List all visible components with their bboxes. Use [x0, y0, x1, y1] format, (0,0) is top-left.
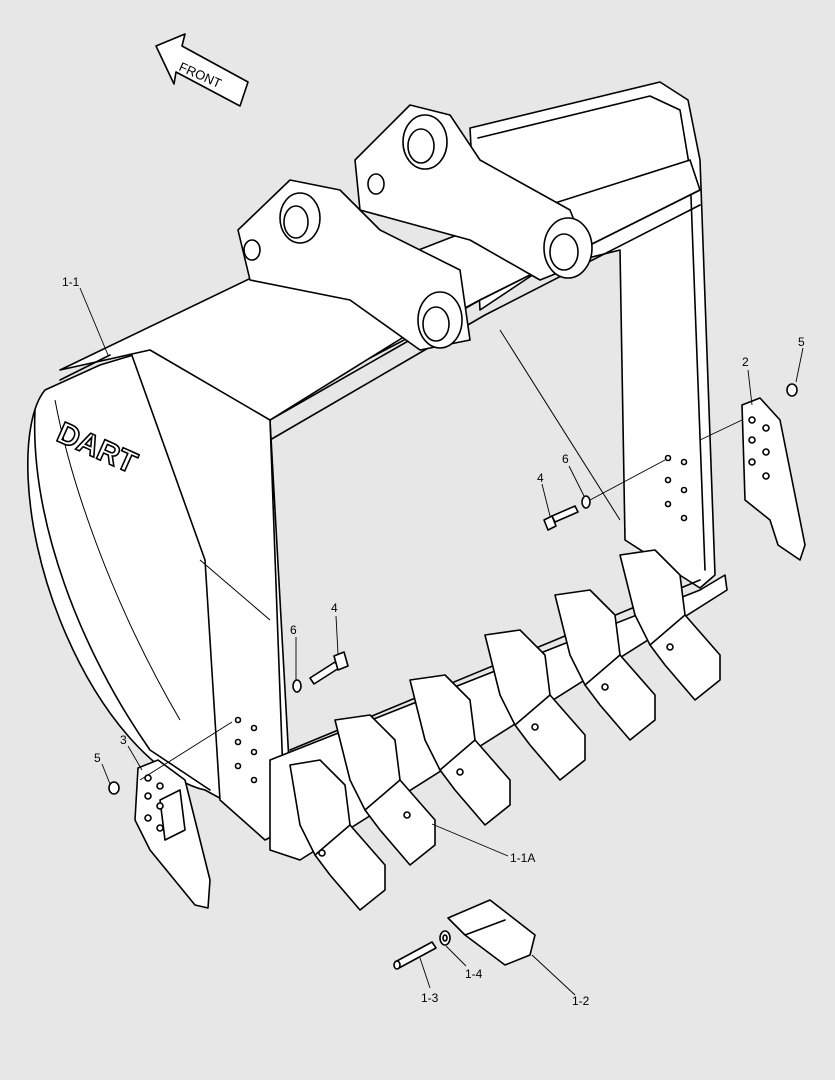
exploded-pin	[393, 941, 437, 970]
side-cutter-right	[741, 397, 806, 561]
bolt-right	[543, 505, 579, 531]
mount-brackets	[237, 104, 593, 351]
callout-5-left: 5	[94, 751, 101, 765]
callout-5-right: 5	[798, 335, 805, 349]
callout-1-4: 1-4	[465, 967, 483, 981]
callouts: 1-1 1-1A 1-2 1-3 1-4 2 3 4 4 5 5 6 6	[62, 275, 805, 1008]
washer-right	[581, 495, 591, 509]
callout-3: 3	[120, 733, 127, 747]
callout-6-right: 6	[562, 452, 569, 466]
pin-boss	[243, 114, 593, 349]
callout-4-left: 4	[331, 601, 338, 615]
tooth	[619, 549, 721, 701]
bolt-holes-left	[234, 716, 258, 784]
callout-1-3: 1-3	[421, 991, 439, 1005]
callout-1-2: 1-2	[572, 994, 590, 1008]
leader-lines	[79, 287, 804, 996]
callout-4-right: 4	[537, 471, 544, 485]
bolt-holes-right	[664, 454, 688, 522]
callout-1-1a: 1-1A	[510, 851, 535, 865]
tooth	[554, 589, 656, 741]
nut-right	[786, 383, 798, 397]
tooth	[334, 714, 436, 866]
tooth	[289, 759, 386, 911]
bolt-left	[309, 651, 349, 685]
exploded-retainer-washer	[439, 930, 451, 946]
teeth-row	[289, 549, 721, 911]
tooth	[484, 629, 586, 781]
callout-6-left: 6	[290, 623, 297, 637]
side-cutter-left	[134, 759, 211, 909]
washer-left	[292, 679, 302, 693]
exploded-tooth-point	[447, 899, 536, 966]
nut-left	[108, 781, 120, 795]
front-direction-arrow: FRONT	[155, 33, 249, 107]
callout-2: 2	[742, 355, 749, 369]
tooth	[409, 674, 511, 826]
callout-1-1: 1-1	[62, 275, 80, 289]
